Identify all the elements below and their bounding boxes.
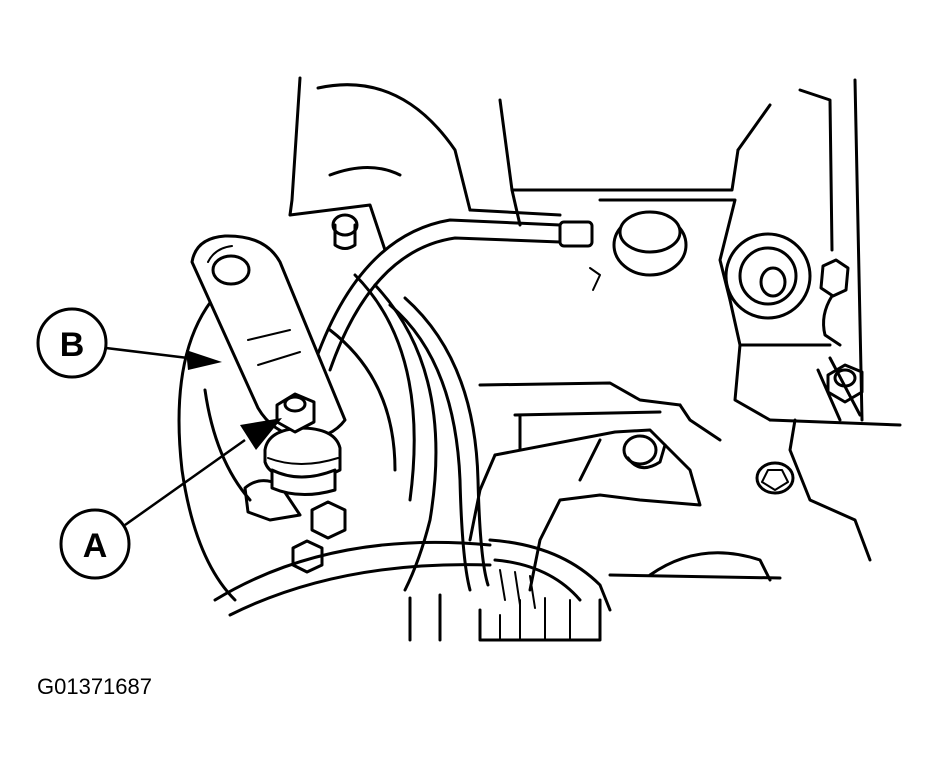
engine-housing — [288, 76, 902, 582]
connector-block — [408, 593, 602, 642]
lower-bolts — [243, 479, 347, 574]
callout-b: B — [36, 307, 222, 379]
right-boss — [724, 232, 850, 347]
upper-plug — [612, 210, 688, 277]
right-studs — [622, 356, 864, 495]
pivot-nut[interactable] — [263, 392, 342, 497]
callout-b-label: B — [60, 326, 85, 364]
callout-a: A — [59, 418, 282, 580]
wire-harness — [213, 296, 612, 617]
figure-id: G01371687 — [37, 674, 152, 699]
callout-a-label: A — [83, 527, 108, 565]
mount-bracket — [468, 428, 702, 592]
linkage-arm[interactable] — [190, 234, 347, 440]
fluid-tube — [313, 218, 601, 372]
upper-bolt — [331, 213, 359, 250]
round-housing — [177, 268, 438, 602]
